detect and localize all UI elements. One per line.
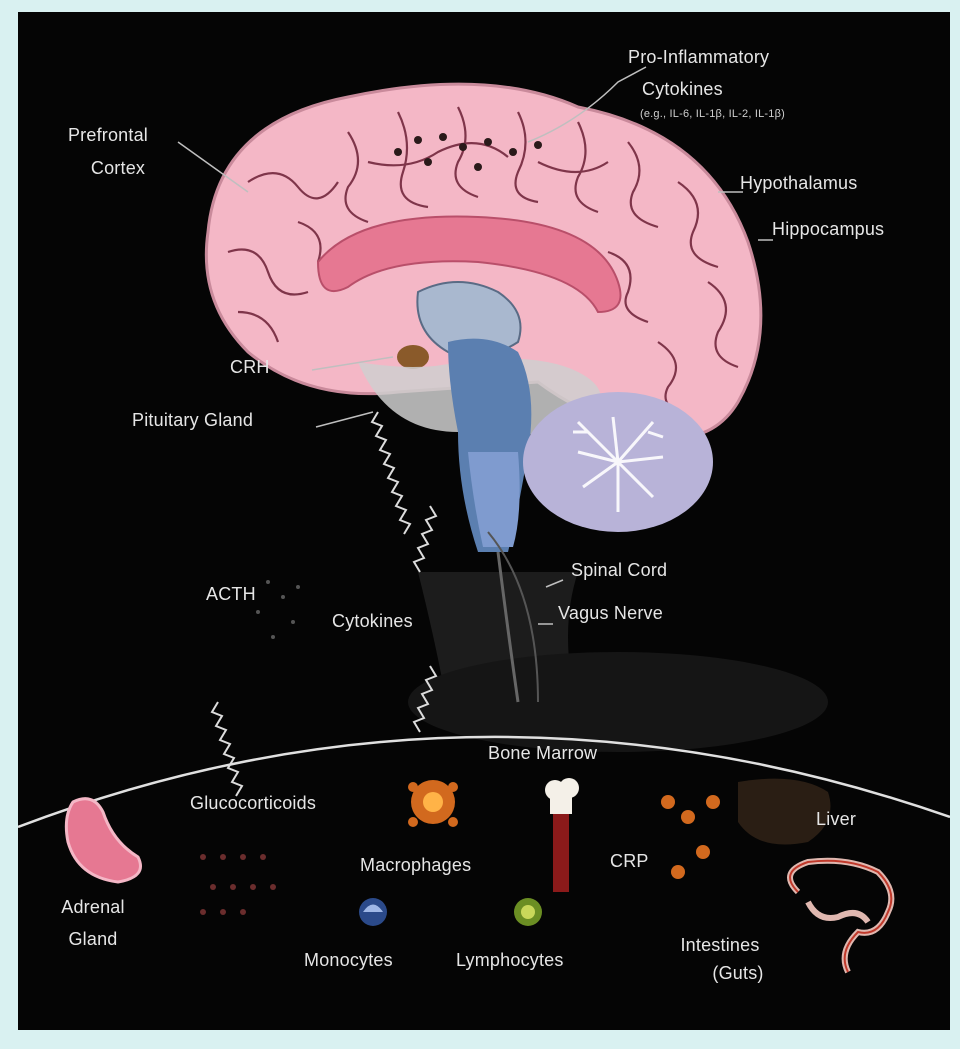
thalamus-region xyxy=(416,281,522,357)
label-monocytes: Monocytes xyxy=(304,950,393,970)
intestines-inner xyxy=(789,859,893,973)
corpus-callosum xyxy=(316,215,622,314)
brain-body-illustration xyxy=(18,66,950,974)
label-liver: Liver xyxy=(816,809,857,829)
diagram-frame: Pro-Inflammatory Cytokines (e.g., IL-6, … xyxy=(18,12,950,1030)
label-crp: CRP xyxy=(610,851,649,871)
label-intestines: Intestines xyxy=(680,935,760,955)
label-cortex: Cortex xyxy=(90,158,146,178)
medulla-shape xyxy=(468,452,520,547)
acth-arrow xyxy=(210,411,412,797)
label-gland: Gland xyxy=(68,929,118,949)
label-crh: CRH xyxy=(230,357,270,377)
label-cytokine-examples: (e.g., IL-6, IL-1β, IL-2, IL-1β) xyxy=(640,108,785,120)
lymphocyte-shape xyxy=(514,898,542,926)
monocyte-shape xyxy=(359,898,387,926)
label-cytokines-top: Cytokines xyxy=(642,79,723,99)
label-macrophages: Macrophages xyxy=(360,855,472,875)
label-hippocampus: Hippocampus xyxy=(772,219,885,239)
label-pro-inflammatory: Pro-Inflammatory xyxy=(628,47,770,67)
vagus-nerve-path xyxy=(487,531,539,703)
label-adrenal: Adrenal xyxy=(61,897,125,917)
label-prefrontal: Prefrontal xyxy=(67,125,149,145)
label-lymphocytes: Lymphocytes xyxy=(456,950,564,970)
label-glucocorticoids: Glucocorticoids xyxy=(190,793,317,813)
adrenal-gland-shape xyxy=(64,797,142,884)
body-arc xyxy=(18,735,950,829)
label-bone-marrow: Bone Marrow xyxy=(488,743,598,763)
crp-dots xyxy=(661,795,720,879)
label-acth: ACTH xyxy=(206,584,256,604)
cortex-folds xyxy=(227,106,739,419)
bone-marrow-shape xyxy=(545,778,579,892)
spinal-cord-path xyxy=(496,551,520,703)
liver-shape xyxy=(738,778,831,845)
cytokine-dots xyxy=(394,133,542,171)
glucocorticoid-dots xyxy=(200,854,276,915)
label-spinal-cord: Spinal Cord xyxy=(571,560,668,580)
label-hypothalamus: Hypothalamus xyxy=(740,173,858,193)
intestines-shape xyxy=(787,857,895,974)
label-cytokines: Cytokines xyxy=(332,611,413,631)
acth-dots xyxy=(256,580,300,639)
label-vagus-nerve: Vagus Nerve xyxy=(558,603,663,623)
cytokines-arrow xyxy=(412,505,438,733)
pituitary-shape xyxy=(397,345,429,369)
cerebellum-arbor xyxy=(573,416,664,512)
label-guts: (Guts) xyxy=(712,963,764,983)
label-pituitary-gland: Pituitary Gland xyxy=(132,410,254,430)
macrophage-shape xyxy=(408,780,458,827)
